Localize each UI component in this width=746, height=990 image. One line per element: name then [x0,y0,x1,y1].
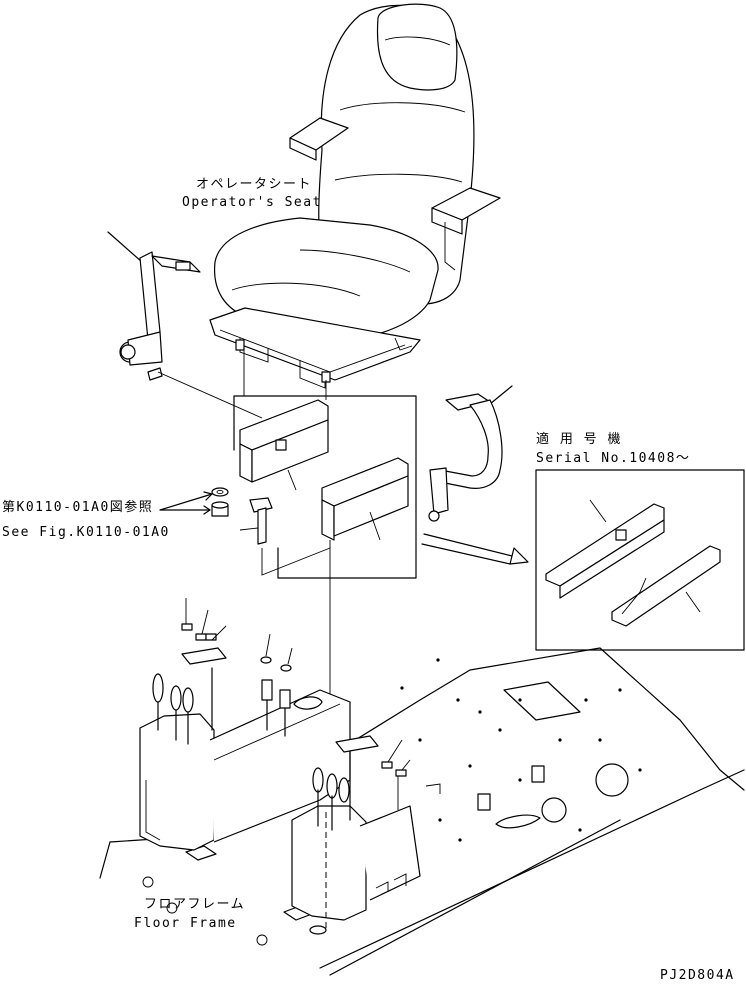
floor-frame-drawing [99,647,745,976]
drawing-code: PJ2D804A [660,968,735,983]
seat-label-en: Operator's Seat [182,195,322,210]
bracket-assembly-box [233,345,417,760]
hardware-drawing [159,487,331,576]
serial-label-en: Serial No.10408～ [536,451,690,466]
reference-label-en: See Fig.K0110-01A0 [2,525,170,540]
operator-seat-drawing [209,3,501,389]
right-control-stand-drawing [291,735,421,935]
seat-label-jp: オペレータシート [196,177,312,192]
direction-arrow [423,533,529,565]
left-control-stand-drawing [139,598,351,851]
floor-frame-label-jp: フロアフレーム [144,897,245,912]
serial-label-jp: 適 用 号 機 [536,431,622,447]
floor-frame-label-en: Floor Frame [134,916,237,931]
seat-belt-right-drawing [428,385,513,522]
reference-label-jp: 第K0110-01A0図参照 [2,499,153,515]
serial-inset-box [535,469,745,651]
seat-belt-left-drawing [107,231,263,419]
